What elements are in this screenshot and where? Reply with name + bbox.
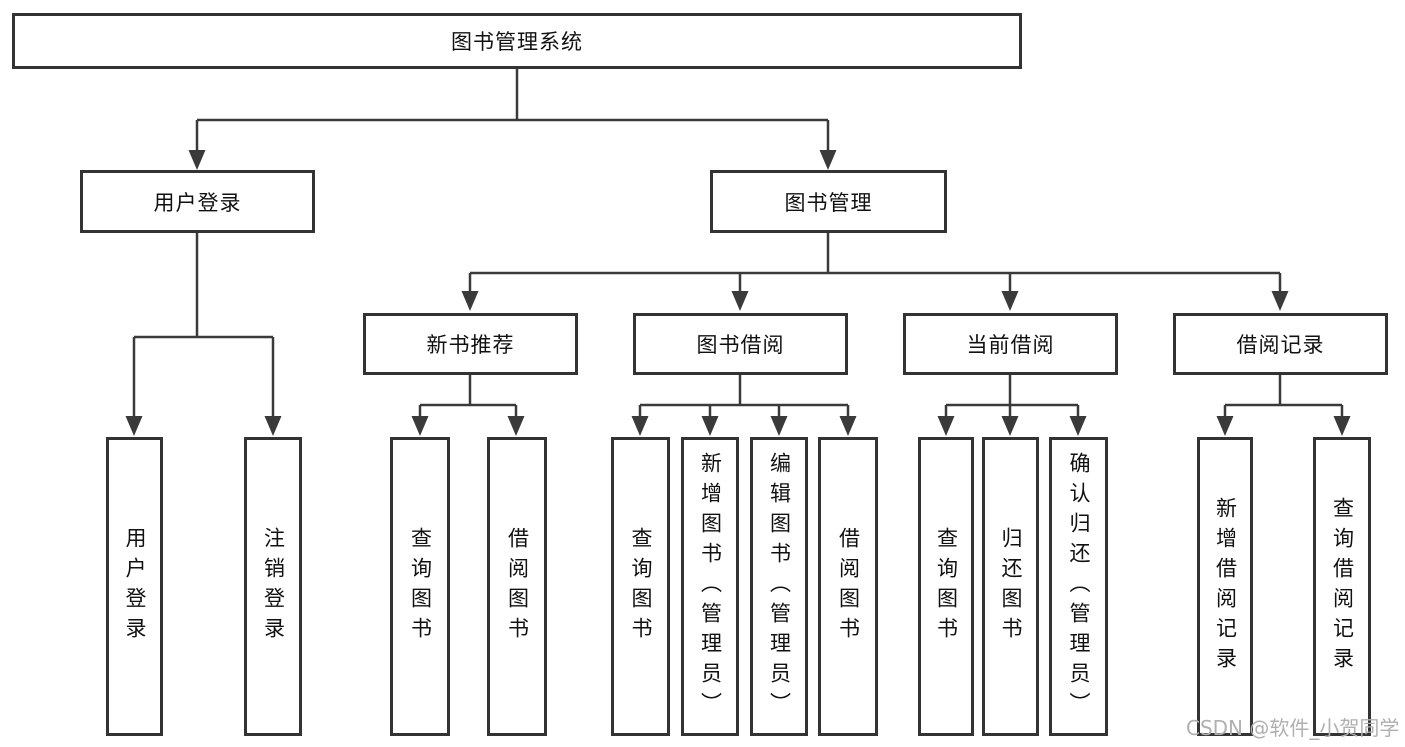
leaf-return-books-label: 归还图书 [999,526,1023,647]
node-root-label: 图书管理系统 [451,30,583,54]
leaf-borrow-books: 借阅图书 [818,437,878,736]
leaf-logout: 注销登录 [244,437,302,736]
leaf-confirm-return-admin-label: 确认归还（管理员） [1067,451,1091,722]
node-new-book-recommend-label: 新书推荐 [426,333,515,357]
leaf-query-books-recommend-label: 查询图书 [408,526,433,647]
node-borrow-records-label: 借阅记录 [1236,333,1325,357]
leaf-query-books-borrow: 查询图书 [611,437,670,736]
leaf-add-books-admin: 新增图书（管理员） [681,437,739,736]
node-root: 图书管理系统 [12,13,1022,69]
leaf-query-books-borrow-label: 查询图书 [629,526,653,647]
leaf-query-borrow-record-label: 查询借阅记录 [1330,496,1355,677]
watermark: CSDN @软件_小贺同学 [1186,716,1400,740]
leaf-borrow-books-recommend-label: 借阅图书 [505,526,530,647]
node-book-borrow-label: 图书借阅 [696,333,785,357]
leaf-user-login: 用户登录 [106,437,163,736]
node-book-management-label: 图书管理 [784,190,873,215]
leaf-edit-books-admin-label: 编辑图书（管理员） [767,451,792,722]
leaf-query-books-current-label: 查询图书 [934,526,959,647]
leaf-confirm-return-admin: 确认归还（管理员） [1049,437,1108,736]
leaf-borrow-books-recommend: 借阅图书 [487,437,547,736]
node-current-borrow: 当前借阅 [903,313,1118,375]
leaf-edit-books-admin: 编辑图书（管理员） [750,437,808,736]
leaf-add-books-admin-label: 新增图书（管理员） [698,451,723,722]
leaf-query-books-current: 查询图书 [918,437,974,736]
leaf-return-books: 归还图书 [982,437,1039,736]
leaf-borrow-books-label: 借阅图书 [836,526,861,647]
node-new-book-recommend: 新书推荐 [363,313,578,375]
leaf-query-books-recommend: 查询图书 [390,437,450,736]
node-user-login-label: 用户登录 [153,190,242,215]
leaf-logout-label: 注销登录 [261,526,286,647]
leaf-add-borrow-record-label: 新增借阅记录 [1213,496,1238,677]
node-user-login: 用户登录 [80,170,315,233]
node-book-management: 图书管理 [710,170,947,233]
leaf-user-login-label: 用户登录 [123,526,147,647]
leaf-add-borrow-record: 新增借阅记录 [1197,437,1253,736]
node-book-borrow: 图书借阅 [633,313,848,375]
node-current-borrow-label: 当前借阅 [966,333,1055,357]
leaf-query-borrow-record: 查询借阅记录 [1313,437,1371,736]
node-borrow-records: 借阅记录 [1173,313,1388,375]
